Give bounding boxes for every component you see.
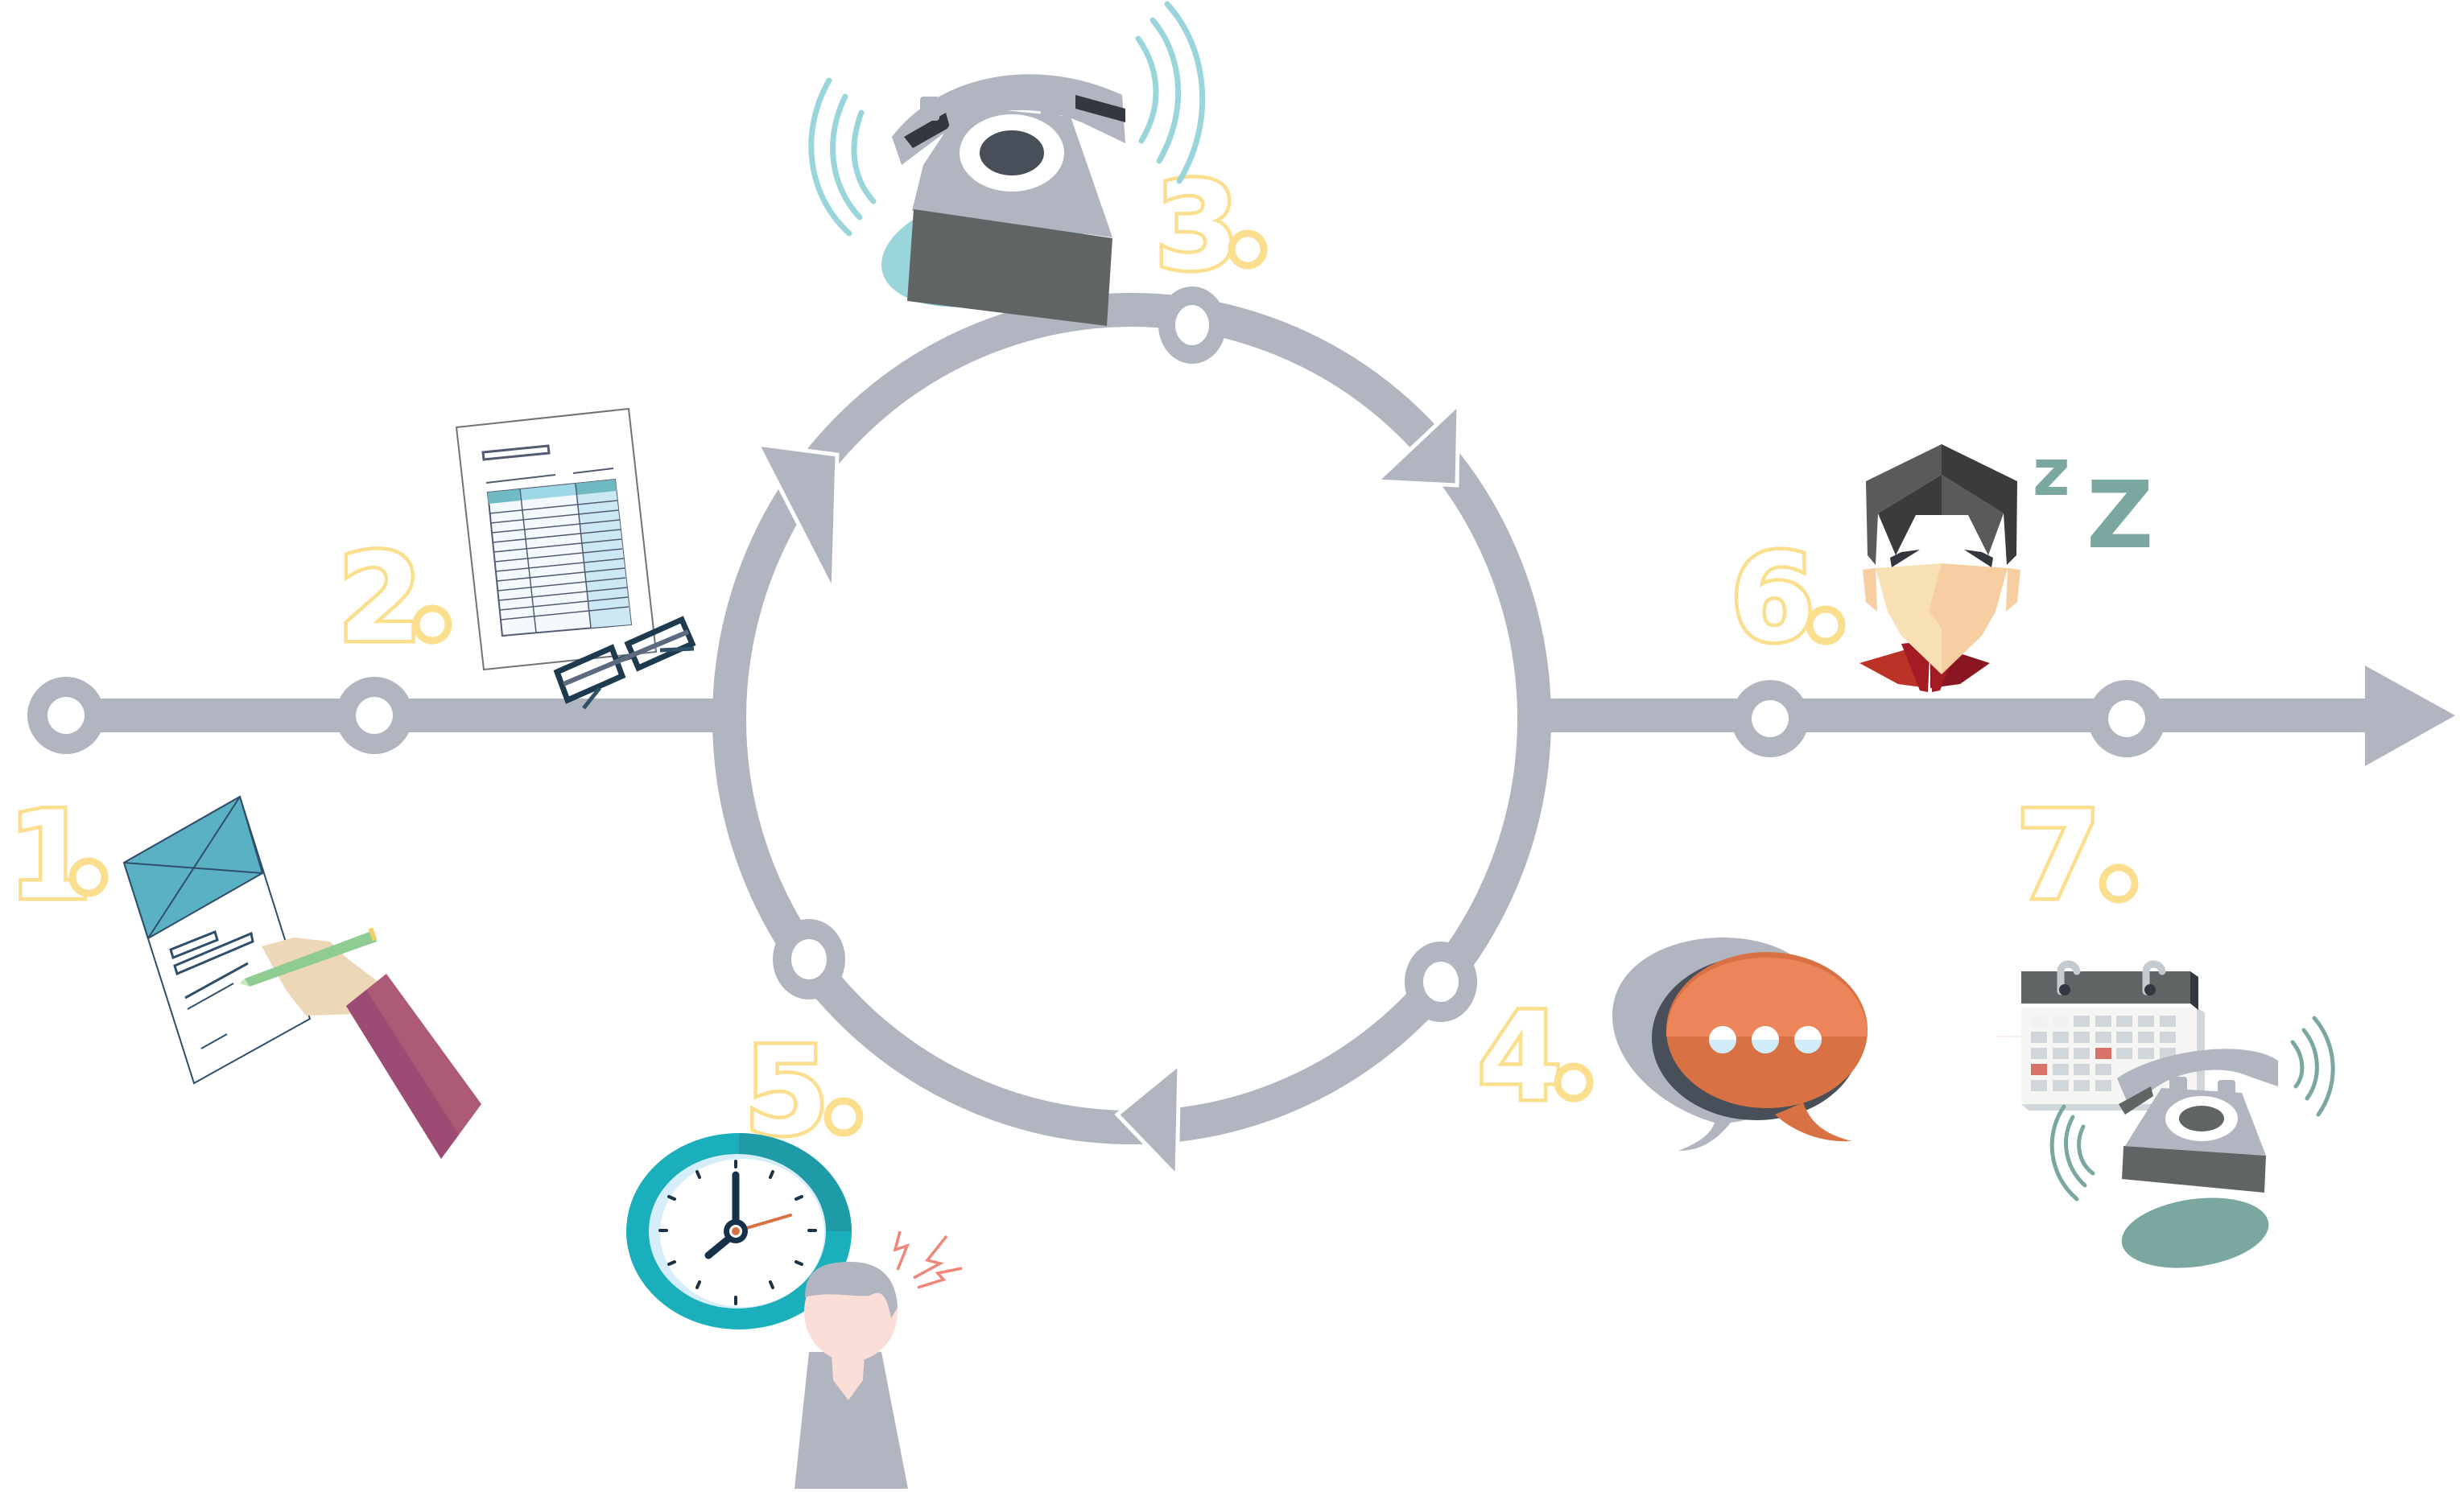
loop-arrow-upper-right	[1372, 399, 1461, 488]
svg-text:3: 3	[1155, 157, 1239, 297]
calendar-marked-day	[2031, 1064, 2047, 1075]
step-label-6: 6	[1727, 525, 1846, 673]
svg-text:2: 2	[338, 529, 422, 669]
loop-node-4	[1405, 942, 1477, 1022]
chat-bubbles-icon	[1612, 938, 1868, 1151]
timeline-axis	[27, 666, 2455, 766]
process-loop	[712, 286, 1551, 1182]
axis-node-1	[27, 677, 105, 754]
clock-hour-hand	[704, 1233, 735, 1259]
step-label-7: 7	[2013, 783, 2139, 930]
step-label-1: 1	[5, 783, 109, 930]
svg-text:7: 7	[2016, 786, 2100, 926]
axis-arrowhead	[2365, 666, 2455, 766]
spreadsheet-with-glasses-icon	[455, 407, 696, 710]
large-z: Z	[2086, 462, 2153, 570]
svg-text:6: 6	[1731, 529, 1814, 669]
calendar-marked-day	[2095, 1048, 2111, 1059]
step-label-2: 2	[335, 525, 452, 673]
clock-stressed-person-icon	[626, 1133, 963, 1489]
ringing-phone-small-icon	[2049, 1016, 2335, 1268]
stress-lightning-icon	[893, 1230, 963, 1289]
loop-arrow-bottom	[1114, 1059, 1182, 1182]
signing-document-icon	[122, 795, 481, 1159]
typing-dots	[1709, 1026, 1822, 1053]
sleep-zz-icon: z Z	[2033, 435, 2153, 570]
orange-bubble	[1666, 952, 1868, 1142]
svg-text:1: 1	[8, 786, 92, 926]
svg-text:4: 4	[1478, 987, 1562, 1127]
calendar-icon	[1996, 960, 2205, 1111]
clock-icon	[626, 1133, 852, 1329]
sleeping-man-icon	[1859, 444, 2020, 692]
step-labels: 1 2 3 4 5 6 7	[5, 154, 2139, 1166]
axis-node-6	[1731, 680, 1809, 757]
loop-node-5	[773, 919, 845, 999]
loop-node-3	[1158, 286, 1226, 364]
small-z: z	[2033, 435, 2070, 510]
calendar-phone-icon	[1996, 960, 2335, 1268]
axis-node-7	[2088, 680, 2165, 757]
loop-arrow-upper-left	[753, 441, 840, 593]
step-label-3: 3	[1152, 154, 1268, 301]
axis-line-right	[1533, 699, 2371, 732]
ringing-phone-icon	[808, 1, 1206, 326]
axis-node-2	[336, 677, 413, 754]
stressed-person-icon	[795, 1230, 963, 1489]
step-label-4: 4	[1475, 984, 1594, 1131]
